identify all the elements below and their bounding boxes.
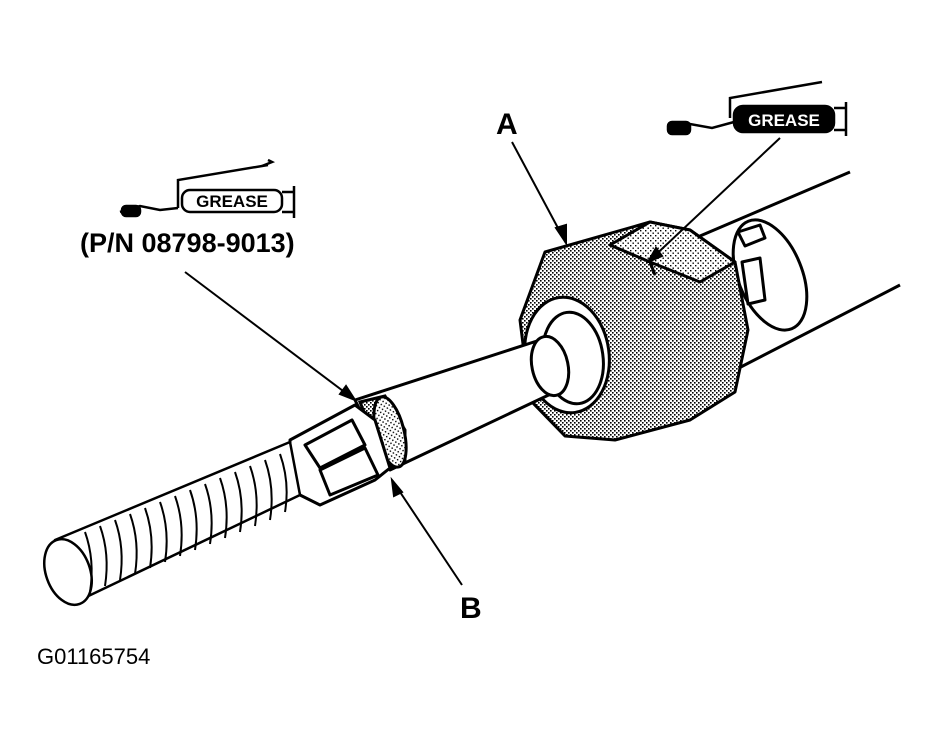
part-number-label: (P/N 08798-9013) (80, 228, 295, 258)
leader-lines (184, 137, 781, 586)
ball-joint-housing (518, 220, 750, 442)
figure-id: G01165754 (37, 644, 150, 669)
leader-a (511, 141, 567, 244)
grease-label-left: GREASE (196, 192, 268, 211)
callout-b: B (460, 592, 482, 625)
leader-pn (184, 271, 356, 401)
leader-grease-right (647, 137, 781, 263)
threaded-end (43, 440, 302, 607)
hex-flats (288, 403, 392, 507)
leader-b (391, 479, 463, 586)
callout-a: A (496, 108, 518, 141)
grease-label-right: GREASE (748, 111, 820, 130)
grease-tube-icon-right (666, 80, 848, 136)
grease-tube-icon-left (119, 158, 296, 218)
